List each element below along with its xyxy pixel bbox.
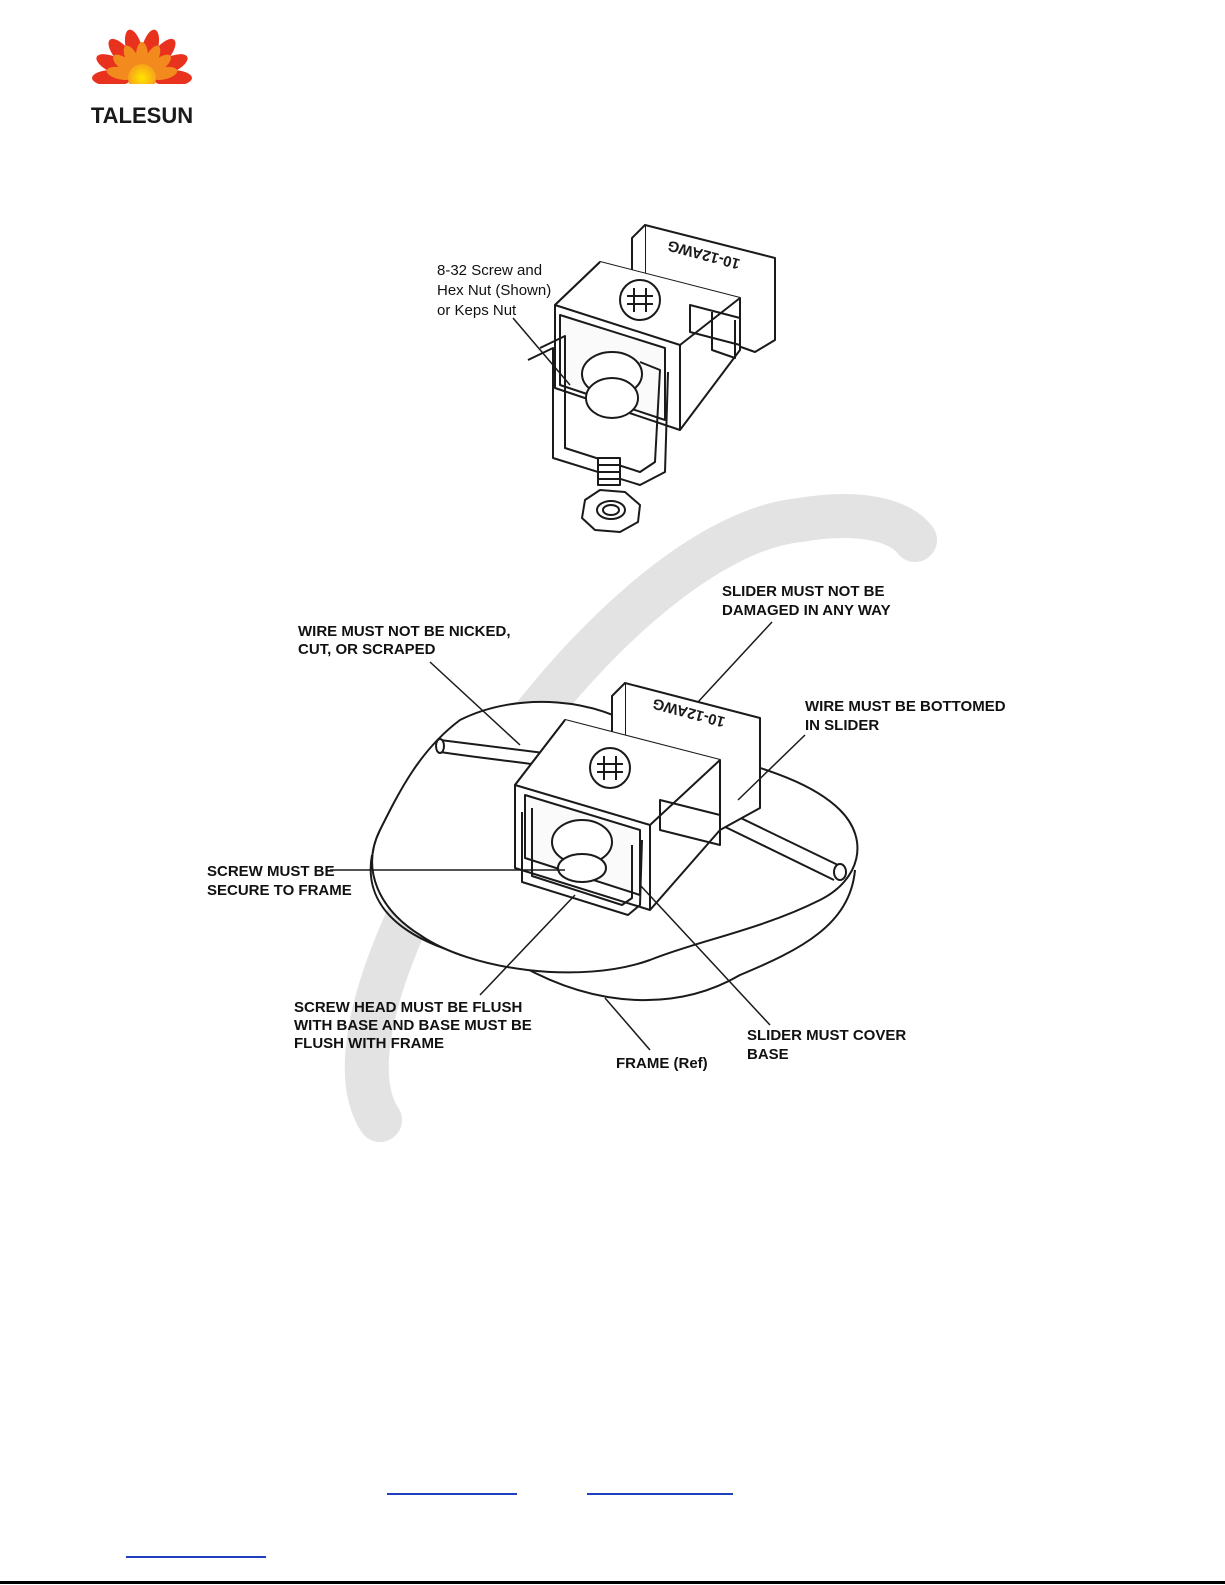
- callout-screw-secure-line-1: SCREW MUST BE: [207, 863, 335, 880]
- footer-link-2[interactable]: [587, 1493, 733, 1495]
- callout-slider-not-damaged-line-2: DAMAGED IN ANY WAY: [722, 602, 891, 619]
- callout-wire-bottomed-line-1: WIRE MUST BE BOTTOMED: [805, 698, 1006, 715]
- callout-slider-not-damaged-line-1: SLIDER MUST NOT BE: [722, 583, 885, 600]
- callout-wire-bottomed: WIRE MUST BE BOTTOMED IN SLIDER: [805, 698, 1006, 734]
- callout-frame-ref: FRAME (Ref): [616, 1055, 708, 1072]
- callout-screw-head-flush-line-3: FLUSH WITH FRAME: [294, 1035, 444, 1052]
- logo-wordmark: TALESUN: [91, 103, 193, 128]
- fig1-callout-line-2: Hex Nut (Shown): [437, 282, 551, 299]
- callout-slider-cover-base: SLIDER MUST COVER BASE: [747, 1027, 906, 1063]
- callout-wire-not-nicked-line-1: WIRE MUST NOT BE NICKED,: [298, 623, 511, 640]
- callout-slider-cover-base-line-1: SLIDER MUST COVER: [747, 1027, 906, 1044]
- callout-screw-head-flush-line-2: WITH BASE AND BASE MUST BE: [294, 1017, 532, 1034]
- callout-screw-secure: SCREW MUST BE SECURE TO FRAME: [207, 863, 352, 899]
- callout-slider-cover-base-line-2: BASE: [747, 1046, 789, 1063]
- footer-link-3[interactable]: [126, 1556, 266, 1558]
- callout-slider-not-damaged: SLIDER MUST NOT BE DAMAGED IN ANY WAY: [722, 583, 891, 619]
- fig1-callout-line-3: or Keps Nut: [437, 302, 517, 319]
- callout-frame-ref-line-1: FRAME (Ref): [616, 1055, 708, 1072]
- fig1-callout-screw: 8-32 Screw and Hex Nut (Shown) or Keps N…: [437, 262, 551, 319]
- callout-wire-not-nicked-line-2: CUT, OR SCRAPED: [298, 641, 436, 658]
- footer-rule: [0, 1581, 1225, 1584]
- fig1-callout-line-1: 8-32 Screw and: [437, 262, 542, 279]
- callout-wire-bottomed-line-2: IN SLIDER: [805, 717, 879, 734]
- callout-screw-head-flush: SCREW HEAD MUST BE FLUSH WITH BASE AND B…: [294, 999, 532, 1052]
- callout-wire-not-nicked: WIRE MUST NOT BE NICKED, CUT, OR SCRAPED: [298, 623, 511, 658]
- callout-screw-head-flush-line-1: SCREW HEAD MUST BE FLUSH: [294, 999, 522, 1016]
- footer-link-1[interactable]: [387, 1493, 517, 1495]
- callout-screw-secure-line-2: SECURE TO FRAME: [207, 882, 352, 899]
- talesun-logo: TALESUN: [80, 26, 204, 130]
- sunflower-logo-icon: TALESUN: [82, 29, 202, 128]
